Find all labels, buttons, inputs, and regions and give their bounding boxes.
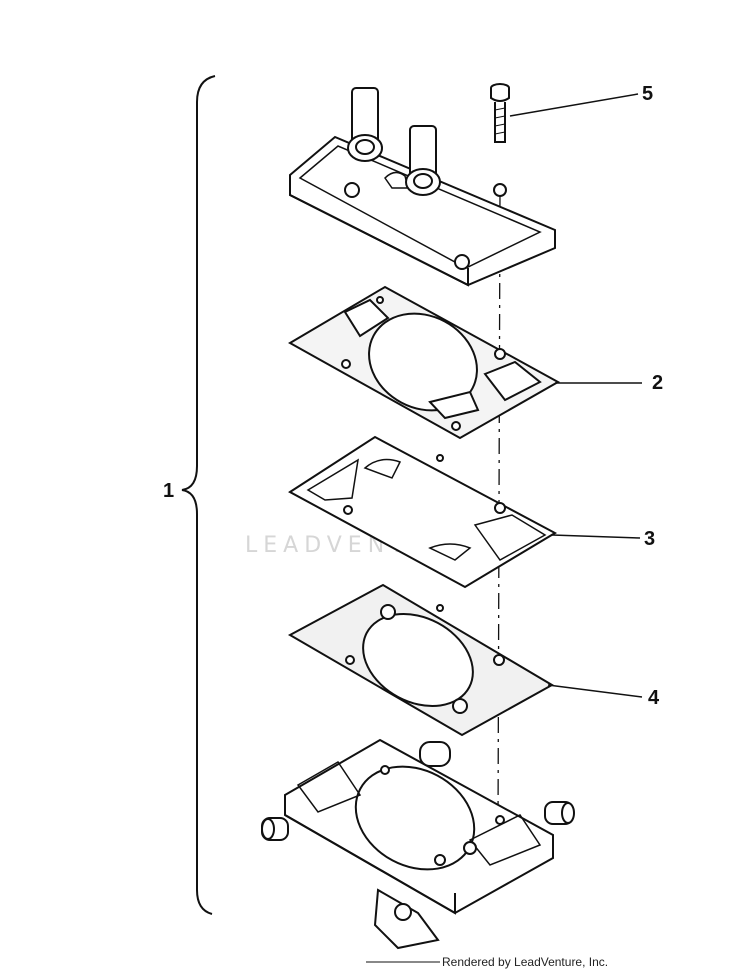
callout-3: 3 [644,528,655,550]
callout-5: 5 [642,83,653,105]
lower-gasket [287,583,555,737]
footer-credit: Rendered by LeadVenture, Inc. [442,955,608,969]
diaphragm [288,435,558,589]
callout-2: 2 [652,372,663,394]
upper-gasket [287,285,561,440]
leader-line-4 [547,684,643,698]
leader-line-5 [509,93,639,117]
leader-line-3 [551,534,641,539]
pump-body [261,738,575,950]
assembly-bracket [181,75,216,915]
leader-lines [509,93,643,698]
screw [490,83,510,143]
callout-4: 4 [648,687,660,709]
pump-cover [289,87,556,287]
callout-1: 1 [163,480,174,502]
